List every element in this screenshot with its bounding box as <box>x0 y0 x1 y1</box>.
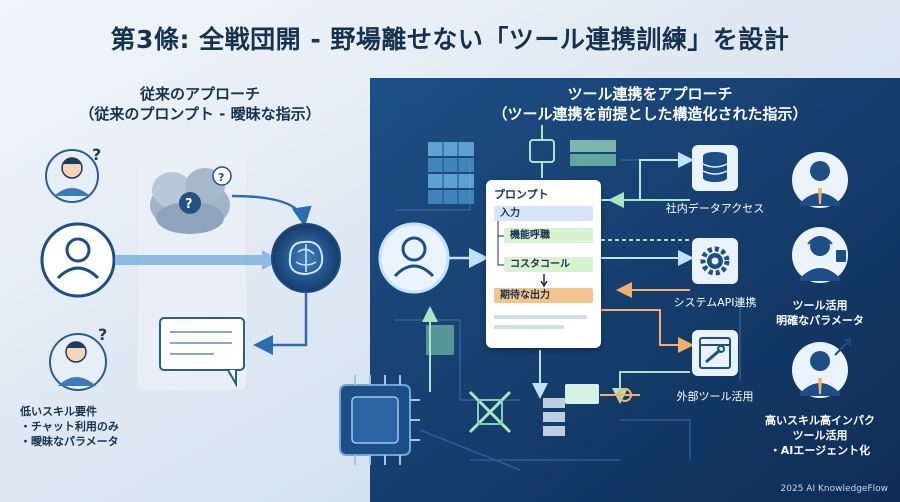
right-panel-title: ツール連携をアプローチ （ツール連携を前提とした構造化された指示） <box>440 84 860 124</box>
cpu-chip-icon <box>339 375 420 465</box>
database-icon <box>692 145 738 191</box>
confusion-cloud-icon: ? ? <box>150 166 232 234</box>
role-line: 明確なパラメータ <box>776 314 864 327</box>
chat-bubble-icon <box>159 317 245 388</box>
low-skill-heading: 低いスキル要件 <box>20 405 97 418</box>
svg-text:?: ? <box>98 325 107 344</box>
svg-text:?: ? <box>92 145 101 164</box>
tool-label-internal-data: 社内データアクセス <box>665 202 765 215</box>
confused-user-icon: ? <box>45 145 101 203</box>
user-avatar-icon <box>40 222 116 298</box>
left-title-line2: （従来のプロンプト - 曖昧な指示） <box>79 105 321 123</box>
gear-icon <box>692 238 738 284</box>
footer-credit: 2025 AI KnowledgeFlow <box>780 484 888 494</box>
left-panel-title: 従来のアプローチ （従来のプロンプト - 曖昧な指示） <box>50 84 350 124</box>
low-skill-label: 低いスキル要件 ・チャット利用のみ ・曖昧なパラメータ <box>20 404 130 449</box>
left-title-line1: 従来のアプローチ <box>139 85 260 103</box>
role-line: ・AIエージェント化 <box>769 444 871 457</box>
log-card-icon <box>565 384 599 404</box>
prompt-title: プロンプト <box>494 188 549 201</box>
right-title-line1: ツール連携をアプローチ <box>567 85 733 103</box>
role-line: ツール活用 <box>792 299 848 312</box>
prompt-expected-output-bar: 期待な出力 <box>494 288 593 303</box>
data-grid-icon <box>428 142 474 204</box>
user-avatar-right-icon <box>378 222 450 294</box>
prompt-input-bar: 入力 <box>494 206 593 221</box>
prompt-line <box>494 325 564 329</box>
low-skill-item: ・チャット利用のみ <box>20 420 119 433</box>
right-title-line2: （ツール連携を前提とした構造化された指示） <box>492 105 808 123</box>
high-impact-user-icon <box>792 339 851 398</box>
role-line: 高いスキル高インパク <box>765 414 875 427</box>
tool-label-external-tools: 外部ツール活用 <box>676 390 754 403</box>
crossed-connector-icon <box>468 390 512 434</box>
role-line: ツール活用 <box>792 429 848 442</box>
tool-label-system-api: システムAPI連携 <box>673 296 757 309</box>
connector-icon <box>529 125 555 178</box>
prompt-function-call-bar: 機能呼職 <box>504 228 593 243</box>
low-skill-user-icon: ? <box>49 325 107 391</box>
tool-window-icon <box>692 330 738 376</box>
prompt-costa-call-bar: コスタコール <box>504 257 593 272</box>
svg-text:?: ? <box>218 171 224 184</box>
role-label-tool-use: ツール活用 明確なパラメータ <box>750 298 890 328</box>
prompt-flow-lines <box>497 221 548 288</box>
prompt-line <box>494 315 587 319</box>
professional-user-icon <box>792 152 848 208</box>
low-skill-item: ・曖昧なパラメータ <box>20 435 119 448</box>
brain-icon <box>271 223 341 293</box>
headset-user-icon <box>792 227 848 283</box>
page-title: 第3條: 全戦団開 - 野場離せない「ツール連携訓練」を設計 <box>110 25 790 54</box>
prompt-card: プロンプト 入力 機能呼職 コスタコール 期待な出力 <box>486 180 601 348</box>
svg-text:?: ? <box>185 197 193 212</box>
role-label-high-skill: 高いスキル高インパク ツール活用 ・AIエージェント化 <box>750 413 890 458</box>
